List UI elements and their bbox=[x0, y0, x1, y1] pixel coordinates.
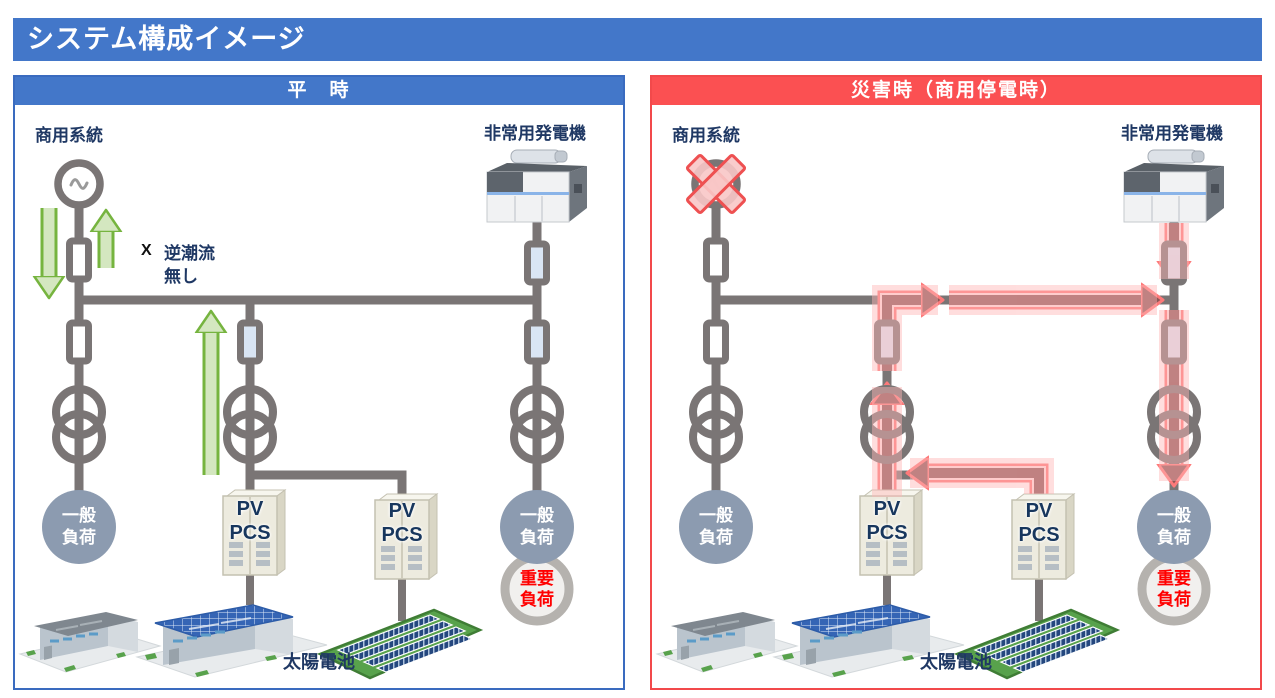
panel-normal-header: 平 時 bbox=[15, 77, 623, 105]
page-title: システム構成イメージ bbox=[13, 18, 1262, 61]
breaker-icon bbox=[70, 323, 89, 361]
generator-icon bbox=[486, 149, 588, 223]
pv-pcs-label: PV PCS bbox=[223, 497, 277, 545]
grid-label: 商用系統 bbox=[35, 126, 103, 145]
panel-disaster: 災害時（商用停電時） bbox=[650, 75, 1262, 690]
grid-source-icon bbox=[58, 163, 100, 205]
pv-pcs-line2: PCS bbox=[381, 524, 423, 546]
grid-label: 商用系統 bbox=[672, 126, 740, 145]
panel-normal-body: 商用系統 非常用発電機 X 逆潮流 無し PV PCS PV PCS 一般 負荷… bbox=[15, 105, 623, 688]
panel-disaster-header: 災害時（商用停電時） bbox=[652, 77, 1260, 105]
general-load-label: 一般 負荷 bbox=[62, 506, 96, 547]
breaker-icon bbox=[528, 323, 547, 361]
panel-disaster-body: 商用系統 非常用発電機 PV PCS PV PCS 一般 負荷 一般 負荷 重要… bbox=[652, 105, 1260, 688]
critical-load-label: 重要 負荷 bbox=[1157, 569, 1191, 609]
no-reverse-note-line2: 無し bbox=[164, 267, 198, 286]
factory-icon bbox=[18, 610, 162, 674]
solar-battery-label: 太陽電池 bbox=[920, 652, 992, 672]
panel-normal: 平 時 bbox=[13, 75, 625, 690]
pv-pcs-line1: PV bbox=[1025, 500, 1053, 522]
red-arrow-halo bbox=[872, 223, 1189, 497]
pv-pcs-label: PV PCS bbox=[860, 497, 914, 545]
pv-pcs-line1: PV bbox=[388, 500, 416, 522]
pv-pcs-line1: PV bbox=[236, 498, 264, 520]
green-flow-arrows bbox=[49, 208, 211, 475]
breaker-icon bbox=[241, 323, 260, 361]
critical-load-label: 重要 負荷 bbox=[520, 569, 554, 609]
pv-pcs-line2: PCS bbox=[866, 522, 908, 544]
red-flow-arrows bbox=[887, 223, 1174, 497]
general-load-label: 一般 負荷 bbox=[1157, 506, 1191, 547]
breaker-icon bbox=[528, 244, 547, 282]
pv-pcs-line2: PCS bbox=[229, 522, 271, 544]
pv-pcs-line1: PV bbox=[873, 498, 901, 520]
components bbox=[18, 149, 588, 680]
breaker-icon bbox=[70, 241, 89, 279]
grid-outage-x-icon bbox=[685, 153, 747, 215]
circuit-lines bbox=[74, 198, 542, 621]
no-reverse-x-mark: X bbox=[141, 242, 152, 259]
factory-icon bbox=[655, 610, 799, 674]
general-load-label: 一般 負荷 bbox=[520, 506, 554, 547]
circuit-diagram-normal bbox=[18, 149, 588, 680]
components bbox=[655, 149, 1225, 680]
arrow-pv2-to-pv1 bbox=[928, 473, 1044, 494]
breaker-icon bbox=[707, 241, 726, 279]
solar-battery-label: 太陽電池 bbox=[283, 652, 355, 672]
generator-icon bbox=[1123, 149, 1225, 223]
general-load-label: 一般 負荷 bbox=[699, 506, 733, 547]
no-reverse-note-line1: 逆潮流 bbox=[164, 244, 215, 263]
pv-pcs-label: PV PCS bbox=[1012, 499, 1066, 547]
generator-label: 非常用発電機 bbox=[1121, 124, 1223, 143]
generator-label: 非常用発電機 bbox=[484, 124, 586, 143]
circuit-lines bbox=[711, 198, 1179, 621]
pv-pcs-label: PV PCS bbox=[375, 499, 429, 547]
pv-pcs-line2: PCS bbox=[1018, 524, 1060, 546]
circuit-diagram-disaster bbox=[655, 149, 1225, 680]
breaker-icon bbox=[707, 323, 726, 361]
